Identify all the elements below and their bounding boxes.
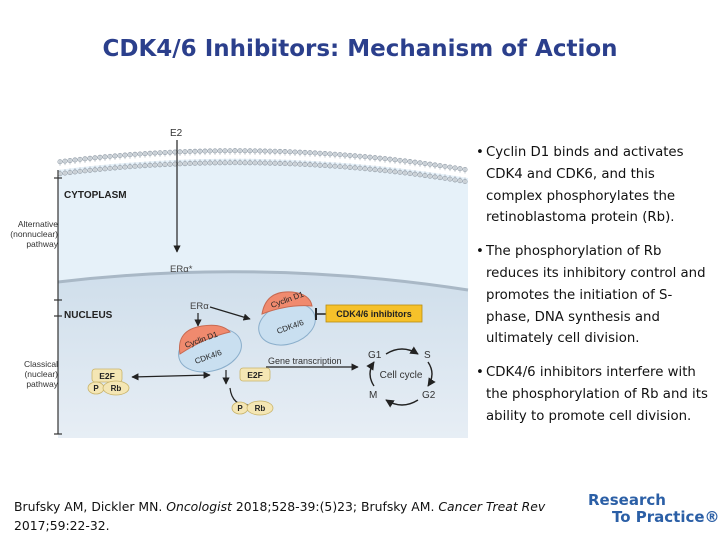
- s-label: S: [424, 350, 431, 361]
- rb-left-text: Rb: [111, 384, 122, 393]
- nuclear-envelope: [57, 270, 469, 292]
- citation-part: 2017;59:22-32.: [14, 518, 110, 533]
- rb-left-oval: [102, 380, 130, 396]
- cdk46-inhibitors-text: CDK4/6 inhibitors: [336, 309, 412, 319]
- e2f-right-box: [239, 367, 271, 382]
- g2-label: G2: [422, 390, 436, 401]
- research-to-practice-logo: Research To Practice®: [588, 492, 720, 526]
- slide-title: CDK4/6 Inhibitors: Mechanism of Action: [102, 36, 618, 62]
- e2f-left-box: [91, 368, 123, 383]
- cell-cycle-label: Cell cycle: [380, 370, 423, 381]
- bullet-list: •Cyclin D1 binds and activates CDK4 and …: [476, 142, 708, 440]
- bullet-text: The phosphorylation of Rb reduces its in…: [486, 244, 706, 347]
- alt-pathway-label-1: Alternative: [18, 219, 58, 229]
- cyclin-cdk-complex-upper: Cyclin D1 CDK4/6: [258, 290, 316, 346]
- bullet-text: Cyclin D1 binds and activates CDK4 and C…: [486, 145, 684, 226]
- bullet-dot-icon: •: [476, 365, 484, 381]
- complex-to-e2f-arrow: [131, 371, 211, 381]
- cyclin-d1-cap: [261, 291, 313, 315]
- bullet-dot-icon: •: [476, 244, 484, 260]
- classical-pathway-label-3: pathway: [26, 379, 58, 389]
- e2-label: E2: [170, 128, 183, 139]
- cycle-arrow-left: [366, 361, 375, 387]
- alt-pathway-label-2: (nonnuclear): [10, 229, 58, 239]
- cycle-arrow-right: [427, 361, 436, 387]
- e2f-left-text: E2F: [99, 371, 115, 381]
- cytoplasm-label: CYTOPLASM: [64, 190, 127, 201]
- cdk46-inhibitors-box: [325, 304, 423, 323]
- citation-part: 2018;528-39:(5)23; Brufsky AM.: [231, 499, 439, 514]
- m-label: M: [369, 390, 377, 401]
- logo-line-2: To Practice®: [612, 508, 720, 526]
- alt-pathway-label-3: pathway: [26, 239, 58, 249]
- cyclin-d1-cap: [178, 324, 231, 355]
- bullet-text: CDK4/6 inhibitors interfere with the pho…: [486, 365, 708, 424]
- citation-part: Brufsky AM, Dickler MN.: [14, 499, 167, 514]
- er-alpha-star-label: ERα*: [170, 264, 193, 275]
- rb-right-text: Rb: [255, 404, 266, 413]
- citation: Brufsky AM, Dickler MN. Oncologist 2018;…: [14, 497, 554, 535]
- e2f-right-text: E2F: [247, 370, 263, 380]
- classical-pathway-label-2: (nuclear): [24, 369, 58, 379]
- cell-cycle: G1 S M G2 Cell cycle: [366, 346, 436, 408]
- cyclin-cdk-complex-lower: Cyclin D1 CDK4/6: [178, 324, 242, 373]
- er-to-complex-arrow: [209, 306, 251, 321]
- g1-label: G1: [368, 350, 382, 361]
- cycle-arrow-bottom: [385, 399, 419, 408]
- cycle-arrow-top: [385, 346, 419, 355]
- bullet-dot-icon: •: [476, 145, 484, 160]
- p-right-text: P: [237, 404, 243, 413]
- bullet-item: •CDK4/6 inhibitors interfere with the ph…: [476, 362, 708, 427]
- er-alpha-label: ERα: [190, 301, 209, 312]
- bullet-item: •Cyclin D1 binds and activates CDK4 and …: [476, 142, 708, 229]
- cell-membrane: [57, 148, 468, 185]
- mechanism-diagram: Alternative (nonnuclear) pathway Classic…: [10, 128, 469, 438]
- classical-pathway-label-1: Classical: [24, 359, 58, 369]
- gene-transcription-label: Gene transcription: [268, 356, 342, 366]
- citation-journal: Cancer Treat Rev: [438, 499, 546, 514]
- bullet-item: •The phosphorylation of Rb reduces its i…: [476, 241, 708, 350]
- nucleus-label: NUCLEUS: [64, 310, 113, 321]
- citation-journal: Oncologist: [166, 499, 232, 514]
- p-left-text: P: [93, 384, 99, 393]
- rb-right-oval: [246, 400, 274, 416]
- logo-line-1: Research: [588, 491, 666, 509]
